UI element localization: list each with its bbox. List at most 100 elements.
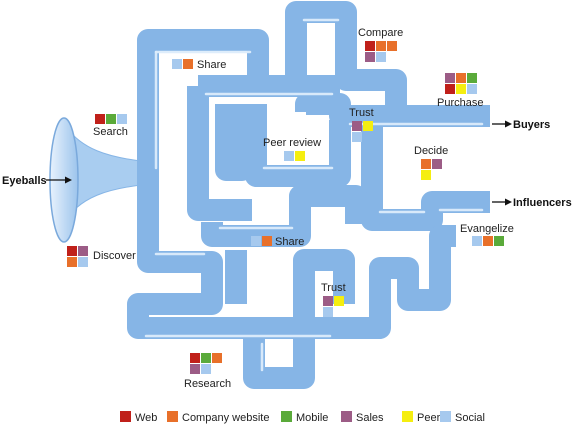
discover-swatch-group <box>67 246 88 267</box>
pipe-segment <box>127 173 340 339</box>
legend-swatch <box>120 411 131 422</box>
social-swatch <box>467 84 477 94</box>
decide-label: Decide <box>414 145 448 157</box>
research-label: Research <box>184 378 231 390</box>
search-swatch-group <box>95 114 127 124</box>
social-swatch <box>78 257 88 267</box>
trust-bottom-swatch-group <box>323 296 344 317</box>
eyeballs-entry: Eyeballs <box>2 175 72 187</box>
evangelize-swatch-group <box>472 236 504 246</box>
sales-swatch <box>352 121 362 131</box>
legend-label: Web <box>135 412 157 424</box>
peers-swatch <box>334 296 344 306</box>
legend-label: Peers <box>417 412 446 424</box>
web-swatch <box>365 41 375 51</box>
legend: Web Company website Mobile Sales Peers Social <box>120 411 485 424</box>
pipe-segment <box>245 104 351 187</box>
purchase-label: Purchase <box>437 97 483 109</box>
pipe-segment <box>320 225 456 339</box>
legend-label: Social <box>455 412 485 424</box>
legend-item-sales: Sales <box>341 411 384 424</box>
mobile-swatch <box>467 73 477 83</box>
peers-swatch <box>456 84 466 94</box>
pipe-segment <box>187 86 252 221</box>
trust-top-label: Trust <box>349 107 374 119</box>
sales-swatch <box>432 159 442 169</box>
peers-swatch <box>421 170 431 180</box>
legend-item-peers: Peers <box>402 411 446 424</box>
pipe-segment <box>215 104 253 181</box>
share-top-label: Share <box>197 59 226 71</box>
sales-swatch <box>190 364 200 374</box>
sales-swatch <box>323 296 333 306</box>
social-swatch <box>323 307 333 317</box>
social-swatch <box>284 151 294 161</box>
stage-labels: Search Discover Share Compare Purchase T… <box>93 27 514 390</box>
search-label: Search <box>93 126 128 138</box>
buyers-exit: Buyers <box>492 119 550 131</box>
legend-label: Sales <box>356 412 384 424</box>
share-mid-swatch-group <box>251 236 272 246</box>
legend-label: Company website <box>182 412 269 424</box>
compare-swatch-group <box>365 41 397 62</box>
sales-swatch <box>365 52 375 62</box>
evangelize-label: Evangelize <box>460 223 514 235</box>
social-swatch <box>201 364 211 374</box>
legend-item-web: Web <box>120 411 157 424</box>
legend-swatch <box>440 411 451 422</box>
discover-label: Discover <box>93 250 136 262</box>
legend-label: Mobile <box>296 412 328 424</box>
company-website-swatch <box>376 41 386 51</box>
social-swatch <box>172 59 182 69</box>
legend-swatch <box>341 411 352 422</box>
company-website-swatch <box>183 59 193 69</box>
legend-item-mobile: Mobile <box>281 411 328 424</box>
peers-swatch <box>295 151 305 161</box>
company-website-swatch <box>67 257 77 267</box>
channel-swatches <box>67 41 504 374</box>
influencers-label: Influencers <box>513 197 572 209</box>
legend-item-company-website: Company website <box>167 411 269 424</box>
legend-swatch <box>402 411 413 422</box>
mobile-swatch <box>106 114 116 124</box>
web-swatch <box>95 114 105 124</box>
maze-pipes <box>127 1 490 389</box>
sales-swatch <box>78 246 88 256</box>
pipe-segment <box>361 116 490 231</box>
web-swatch <box>67 246 77 256</box>
company-website-swatch <box>421 159 431 169</box>
company-website-swatch <box>387 41 397 51</box>
legend-swatch <box>281 411 292 422</box>
legend-item-social: Social <box>440 411 485 424</box>
company-website-swatch <box>456 73 466 83</box>
sales-swatch <box>445 73 455 83</box>
research-swatch-group <box>190 353 222 374</box>
mobile-swatch <box>201 353 211 363</box>
purchase-swatch-group <box>445 73 477 94</box>
social-swatch <box>117 114 127 124</box>
social-swatch <box>376 52 386 62</box>
buyers-label: Buyers <box>513 119 550 131</box>
peers-swatch <box>363 121 373 131</box>
share-top-swatch-group <box>172 59 193 69</box>
pipe-segment <box>201 185 367 247</box>
mobile-swatch <box>494 236 504 246</box>
pipe-segment <box>243 249 355 389</box>
company-website-swatch <box>212 353 222 363</box>
company-website-swatch <box>483 236 493 246</box>
eyeballs-label: Eyeballs <box>2 175 47 187</box>
social-swatch <box>352 132 362 142</box>
peer-review-label: Peer review <box>263 137 321 149</box>
peer-review-swatch-group <box>284 151 305 161</box>
pipe-segment <box>295 93 490 127</box>
trust-bottom-label: Trust <box>321 282 346 294</box>
trust-top-swatch-group <box>352 121 373 142</box>
influencers-exit: Influencers <box>492 197 572 209</box>
social-swatch <box>251 236 261 246</box>
compare-label: Compare <box>358 27 403 39</box>
company-website-swatch <box>262 236 272 246</box>
pipe-segment <box>285 1 407 116</box>
decide-swatch-group <box>421 159 442 180</box>
social-swatch <box>472 236 482 246</box>
